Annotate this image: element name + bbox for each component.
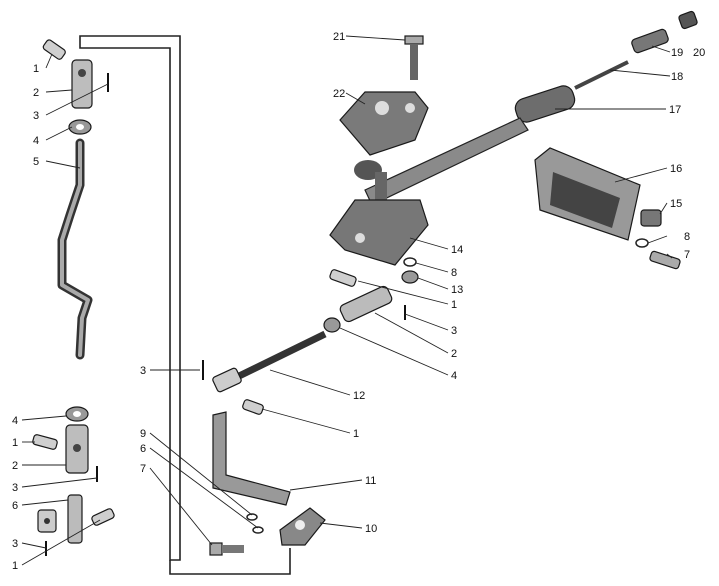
washer-8-center — [403, 257, 417, 267]
callout-3-left: 3 — [140, 365, 146, 377]
rod-18 — [574, 60, 629, 90]
cap-20 — [678, 10, 698, 30]
nut-4-center — [323, 317, 341, 333]
callout-10: 10 — [365, 523, 377, 535]
lever-11 — [212, 411, 291, 506]
block-6 — [37, 494, 83, 544]
callout-3-mid: 3 — [12, 482, 18, 494]
leader-lines — [21, 35, 673, 566]
fork-10 — [279, 507, 326, 546]
callout-11: 11 — [365, 475, 376, 487]
callout-22: 22 — [333, 88, 345, 100]
spring-19 — [631, 28, 669, 54]
callout-7-right: 7 — [684, 249, 690, 261]
callout-6-left: 6 — [12, 500, 18, 512]
callout-6-lower: 6 — [140, 443, 146, 455]
callout-1-center: 1 — [451, 299, 457, 311]
callout-19: 19 — [671, 47, 683, 59]
nut-4-bottom — [65, 406, 89, 422]
callout-1-bottom: 1 — [12, 560, 18, 572]
callout-8-center: 8 — [451, 267, 457, 279]
callout-3-top: 3 — [33, 110, 39, 122]
callout-14: 14 — [451, 244, 463, 256]
connecting-link-rod — [79, 35, 181, 561]
callout-4-bottom: 4 — [12, 415, 18, 427]
callout-3-bottom: 3 — [12, 538, 18, 550]
washer-8-right — [635, 238, 649, 248]
threaded-rod-12 — [212, 330, 327, 393]
callout-12: 12 — [353, 390, 365, 402]
callout-5: 5 — [33, 156, 39, 168]
pin-1-bottom-left — [32, 434, 58, 450]
callout-2-top: 2 — [33, 87, 39, 99]
callout-2-center: 2 — [451, 348, 457, 360]
bent-rod-5 — [57, 138, 93, 360]
pin-1-center — [329, 269, 357, 287]
callout-7-lower: 7 — [140, 463, 146, 475]
callout-4-center: 4 — [451, 370, 457, 382]
clevis-2-top — [71, 59, 93, 109]
callout-21: 21 — [333, 31, 345, 43]
callout-1-bottom-left: 1 — [12, 437, 18, 449]
bolt-7-right — [649, 250, 681, 270]
callout-9: 9 — [140, 428, 146, 440]
pin-1-top — [42, 39, 66, 60]
callout-15: 15 — [670, 198, 682, 210]
callout-16: 16 — [670, 163, 682, 175]
callout-3-center: 3 — [451, 325, 457, 337]
bolt-21 — [404, 35, 424, 80]
callout-13: 13 — [451, 284, 463, 296]
callout-18: 18 — [671, 71, 683, 83]
callout-1-lower: 1 — [353, 428, 359, 440]
clevis-2-bottom — [65, 424, 89, 474]
callout-2-bottom: 2 — [12, 460, 18, 472]
housing-22 — [339, 91, 429, 156]
bolt-7-lower — [209, 542, 244, 556]
clevis-2-center — [339, 285, 393, 323]
bracket-14 — [329, 199, 429, 266]
nut-13 — [401, 270, 419, 284]
callout-17: 17 — [669, 104, 681, 116]
block-15 — [640, 209, 662, 227]
callout-8-right: 8 — [684, 231, 690, 243]
washer-9-6 — [246, 513, 264, 534]
nut-4-top — [68, 119, 92, 135]
pin-1-lower — [242, 399, 264, 415]
callout-1-top: 1 — [33, 63, 39, 75]
callout-4-top: 4 — [33, 135, 39, 147]
cover-plate-16 — [534, 147, 641, 241]
callout-20: 20 — [693, 47, 705, 59]
